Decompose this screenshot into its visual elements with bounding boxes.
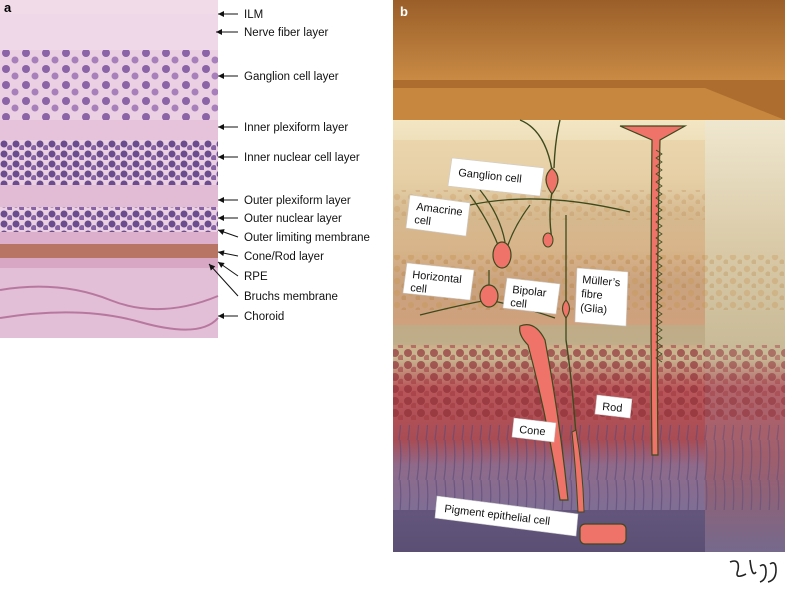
outer-nuclear-band xyxy=(0,207,218,232)
inner-nuclear-band xyxy=(0,140,218,185)
svg-text:Amacrine: Amacrine xyxy=(416,201,464,219)
small-amacrine-cell xyxy=(542,232,554,248)
panel-letter-b: b xyxy=(400,4,408,19)
muller-fibre-cell xyxy=(619,125,688,456)
choroid-band xyxy=(0,268,218,338)
rpe-band xyxy=(0,258,218,268)
outer-limiting-band xyxy=(0,232,218,244)
label-horizontal-cell: Horizontal cell xyxy=(402,262,475,301)
ilm-band xyxy=(0,0,218,14)
nerve-fiber-band xyxy=(0,14,218,50)
svg-text:cell: cell xyxy=(414,214,432,228)
pigment-epithelial-cell xyxy=(579,523,627,545)
layer-label: ILM xyxy=(244,9,263,21)
cone-rod-band xyxy=(0,244,218,258)
svg-text:Bipolar: Bipolar xyxy=(512,284,548,300)
label-bipolar-cell: Bipolar cell xyxy=(502,277,561,315)
svg-text:Horizontal: Horizontal xyxy=(412,269,463,286)
layer-label: Outer nuclear layer xyxy=(244,213,342,225)
ganglion-band xyxy=(0,50,218,120)
label-rod: Rod xyxy=(594,394,633,419)
svg-text:Rod: Rod xyxy=(602,401,623,415)
layer-arrow-head xyxy=(216,29,222,35)
layer-label: Outer limiting membrane xyxy=(244,232,370,244)
cone-cell xyxy=(519,324,569,501)
label-amacrine-cell: Amacrine cell xyxy=(405,194,471,237)
svg-text:(Glia): (Glia) xyxy=(580,302,608,316)
side-outer-nuclear-texture xyxy=(705,345,785,420)
layer-label: Choroid xyxy=(244,311,284,323)
layer-label: Inner plexiform layer xyxy=(244,122,348,134)
layer-arrow-head xyxy=(218,11,224,17)
layer-arrow-head xyxy=(218,154,224,160)
rod-cell xyxy=(565,339,585,513)
layer-label: Nerve fiber layer xyxy=(244,27,329,39)
layer-arrow-head xyxy=(218,229,225,235)
svg-text:Müller’s: Müller’s xyxy=(582,274,622,289)
signature-mark xyxy=(729,559,777,583)
cube-top-face xyxy=(393,88,785,120)
layer-label: Inner nuclear cell layer xyxy=(244,152,360,164)
layer-label: Cone/Rod layer xyxy=(244,251,324,263)
svg-text:fibre: fibre xyxy=(581,288,603,302)
outer-plexiform-band xyxy=(0,185,218,207)
muller-fibre-processes xyxy=(655,149,663,363)
layer-arrow-head xyxy=(218,250,225,257)
panel-b-schematic: Ganglion cell Amacrine cell Horizontal c… xyxy=(393,0,785,552)
outer-plexiform-texture xyxy=(393,325,705,345)
side-photoreceptor-texture xyxy=(705,425,785,510)
panel-letter-a: a xyxy=(4,0,12,15)
layer-arrow-head xyxy=(218,197,224,203)
ganglion-cell xyxy=(469,119,631,241)
layer-arrow-line xyxy=(208,263,239,297)
label-ganglion-cell: Ganglion cell xyxy=(447,157,545,197)
layer-arrow-head xyxy=(218,124,224,130)
choroid-vessels xyxy=(0,285,219,331)
layer-arrow-head xyxy=(218,73,224,79)
amacrine-cell xyxy=(469,189,531,269)
layer-arrow-head xyxy=(218,262,225,268)
bipolar-cell xyxy=(561,214,571,340)
layer-label: Ganglion cell layer xyxy=(244,71,339,83)
inner-plexiform-band xyxy=(0,120,218,140)
side-inner-nuclear-texture xyxy=(705,255,785,310)
svg-text:Cone: Cone xyxy=(519,424,546,438)
layer-label: Bruchs membrane xyxy=(244,291,338,303)
layer-label: RPE xyxy=(244,271,268,283)
layer-arrow-head xyxy=(218,215,224,221)
svg-text:cell: cell xyxy=(410,282,428,296)
layer-label: Outer plexiform layer xyxy=(244,195,351,207)
layer-arrow-head xyxy=(209,264,216,271)
cube-backdrop xyxy=(393,0,785,80)
label-cone: Cone xyxy=(511,417,557,443)
label-muller-fibre: Müller’s fibre (Glia) xyxy=(574,267,629,327)
svg-text:cell: cell xyxy=(510,297,528,311)
layer-arrow-head xyxy=(218,313,224,319)
